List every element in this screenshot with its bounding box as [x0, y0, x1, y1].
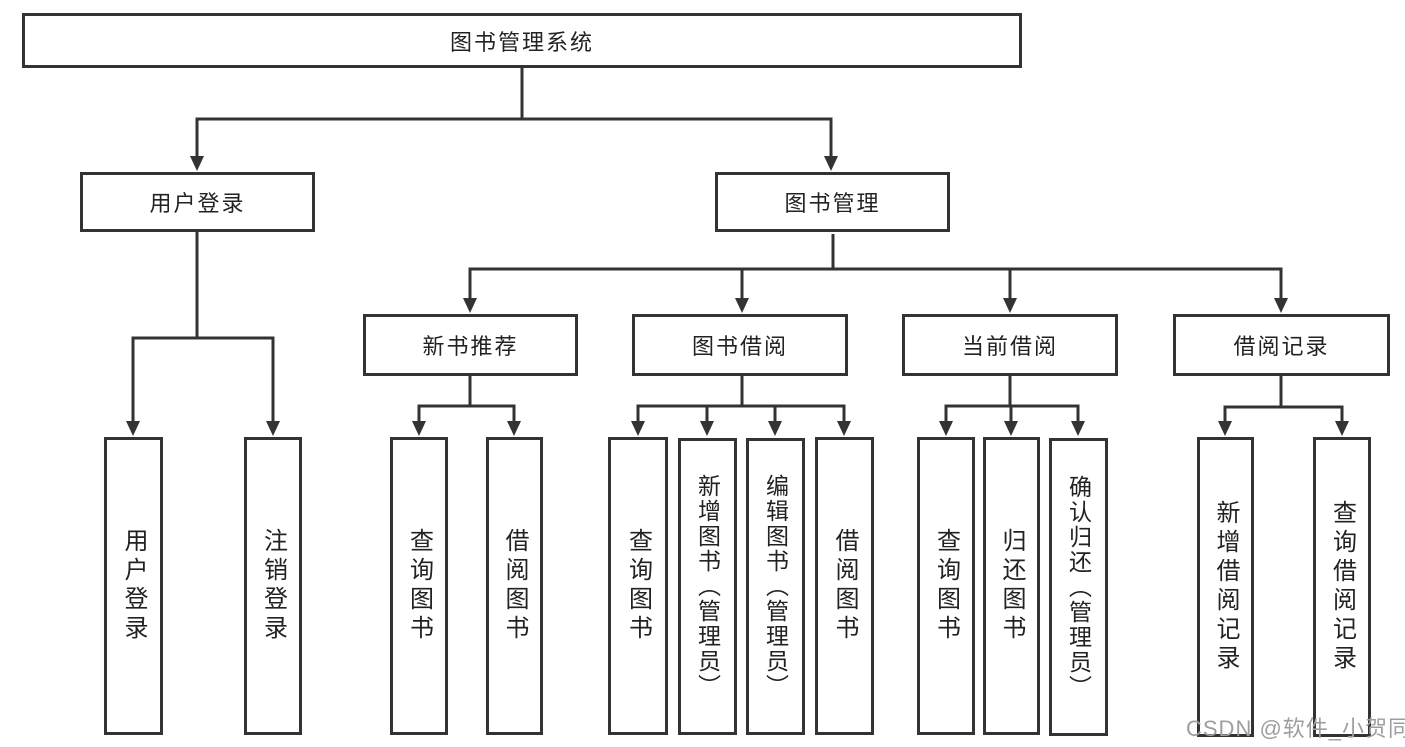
- node-user-login: 用户登录: [80, 172, 315, 232]
- leaf-user-login: 用户登录: [104, 437, 163, 735]
- connector-borrow-records-to-leaves: [1223, 376, 1344, 424]
- connector-root-to-level2: [195, 66, 833, 160]
- leaf-borrow-add-books-admin: 新增图书（管理员）: [678, 438, 737, 735]
- leaf-current-confirm-return-admin: 确认归还（管理员）: [1049, 438, 1108, 736]
- node-book-management: 图书管理: [715, 172, 950, 232]
- leaf-recommend-query-books: 查询图书: [390, 437, 448, 735]
- node-borrow-records: 借阅记录: [1173, 314, 1390, 376]
- leaf-borrow-query-books: 查询图书: [608, 437, 668, 735]
- node-book-management-system: 图书管理系统: [22, 13, 1022, 68]
- node-new-book-recommend: 新书推荐: [363, 314, 578, 376]
- node-book-borrow: 图书借阅: [632, 314, 848, 376]
- connector-new-book-recommend-to-leaves: [417, 376, 516, 424]
- watermark-text: CSDN @软件_小贺同学: [1186, 716, 1405, 741]
- leaf-records-query-borrow-record: 查询借阅记录: [1313, 437, 1371, 737]
- leaf-logout: 注销登录: [244, 437, 302, 735]
- node-current-borrow: 当前借阅: [902, 314, 1118, 376]
- connector-book-management-to-level3: [468, 234, 1283, 302]
- leaf-current-return-books: 归还图书: [983, 437, 1040, 735]
- leaf-records-add-borrow-record: 新增借阅记录: [1197, 437, 1254, 737]
- connector-current-borrow-to-leaves: [944, 376, 1080, 424]
- leaf-borrow-borrow-books: 借阅图书: [815, 437, 874, 735]
- leaf-borrow-edit-books-admin: 编辑图书（管理员）: [746, 438, 805, 735]
- leaf-current-query-books: 查询图书: [917, 437, 975, 735]
- connector-user-login-to-leaves: [131, 232, 275, 424]
- leaf-recommend-borrow-books: 借阅图书: [486, 437, 543, 735]
- connector-book-borrow-to-leaves: [636, 376, 846, 424]
